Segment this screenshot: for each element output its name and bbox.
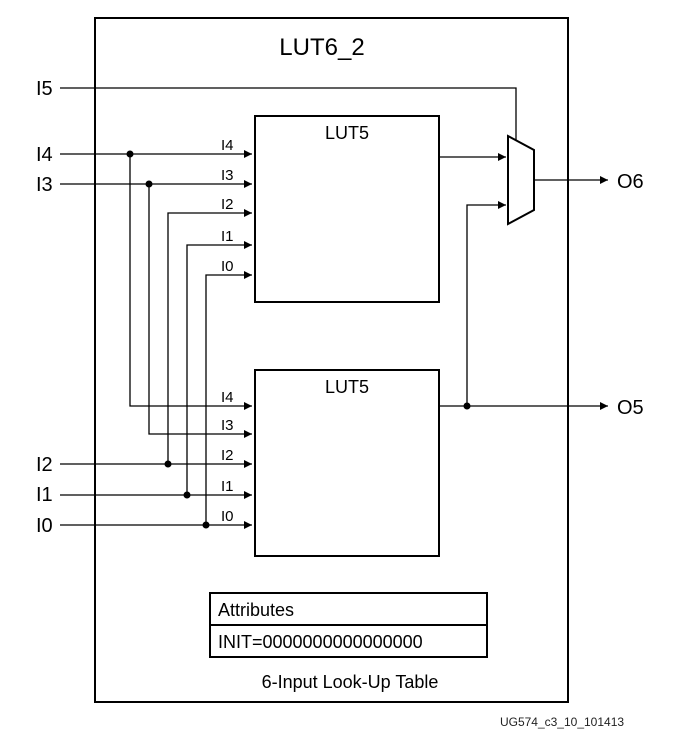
attributes-header: Attributes: [218, 600, 294, 620]
diagram-caption: 6-Input Look-Up Table: [262, 672, 439, 692]
wire-i3-lower: [148, 184, 252, 438]
output-multiplexer: [507, 134, 535, 226]
wire-i1-upper: [186, 241, 252, 495]
wire-i0-upper: [205, 271, 252, 525]
lower-pin-i4: I4: [221, 389, 234, 406]
lower-pin-i3: I3: [221, 417, 234, 434]
wire-i4-lower: [129, 154, 252, 410]
upper-pin-i4: I4: [221, 137, 234, 154]
wire-i5-select: [60, 87, 517, 141]
wire-i2-upper: [167, 209, 252, 464]
lower-pin-i1: I1: [221, 478, 234, 495]
diagram-title: LUT6_2: [279, 34, 364, 61]
input-label-i5: I5: [36, 78, 53, 100]
input-label-i0: I0: [36, 515, 53, 537]
attributes-init-cell: [209, 624, 488, 658]
figure-id: UG574_c3_10_101413: [500, 715, 624, 729]
lower-pin-i0: I0: [221, 508, 234, 525]
lower-lut5-block: [254, 369, 440, 557]
input-label-i2: I2: [36, 454, 53, 476]
input-label-i3: I3: [36, 174, 53, 196]
input-label-i4: I4: [36, 144, 53, 166]
output-label-o5: O5: [617, 397, 644, 419]
upper-pin-i1: I1: [221, 228, 234, 245]
lower-pin-i2: I2: [221, 447, 234, 464]
lower-lut5-label: LUT5: [325, 377, 369, 397]
upper-pin-i3: I3: [221, 167, 234, 184]
wire-lower-lut-to-mux: [466, 201, 506, 406]
upper-lut5-block: [254, 115, 440, 303]
output-label-o6: O6: [617, 171, 644, 193]
upper-pin-i0: I0: [221, 258, 234, 275]
upper-pin-i2: I2: [221, 196, 234, 213]
attributes-init-value: INIT=0000000000000000: [218, 632, 423, 652]
upper-lut5-label: LUT5: [325, 123, 369, 143]
input-label-i1: I1: [36, 484, 53, 506]
